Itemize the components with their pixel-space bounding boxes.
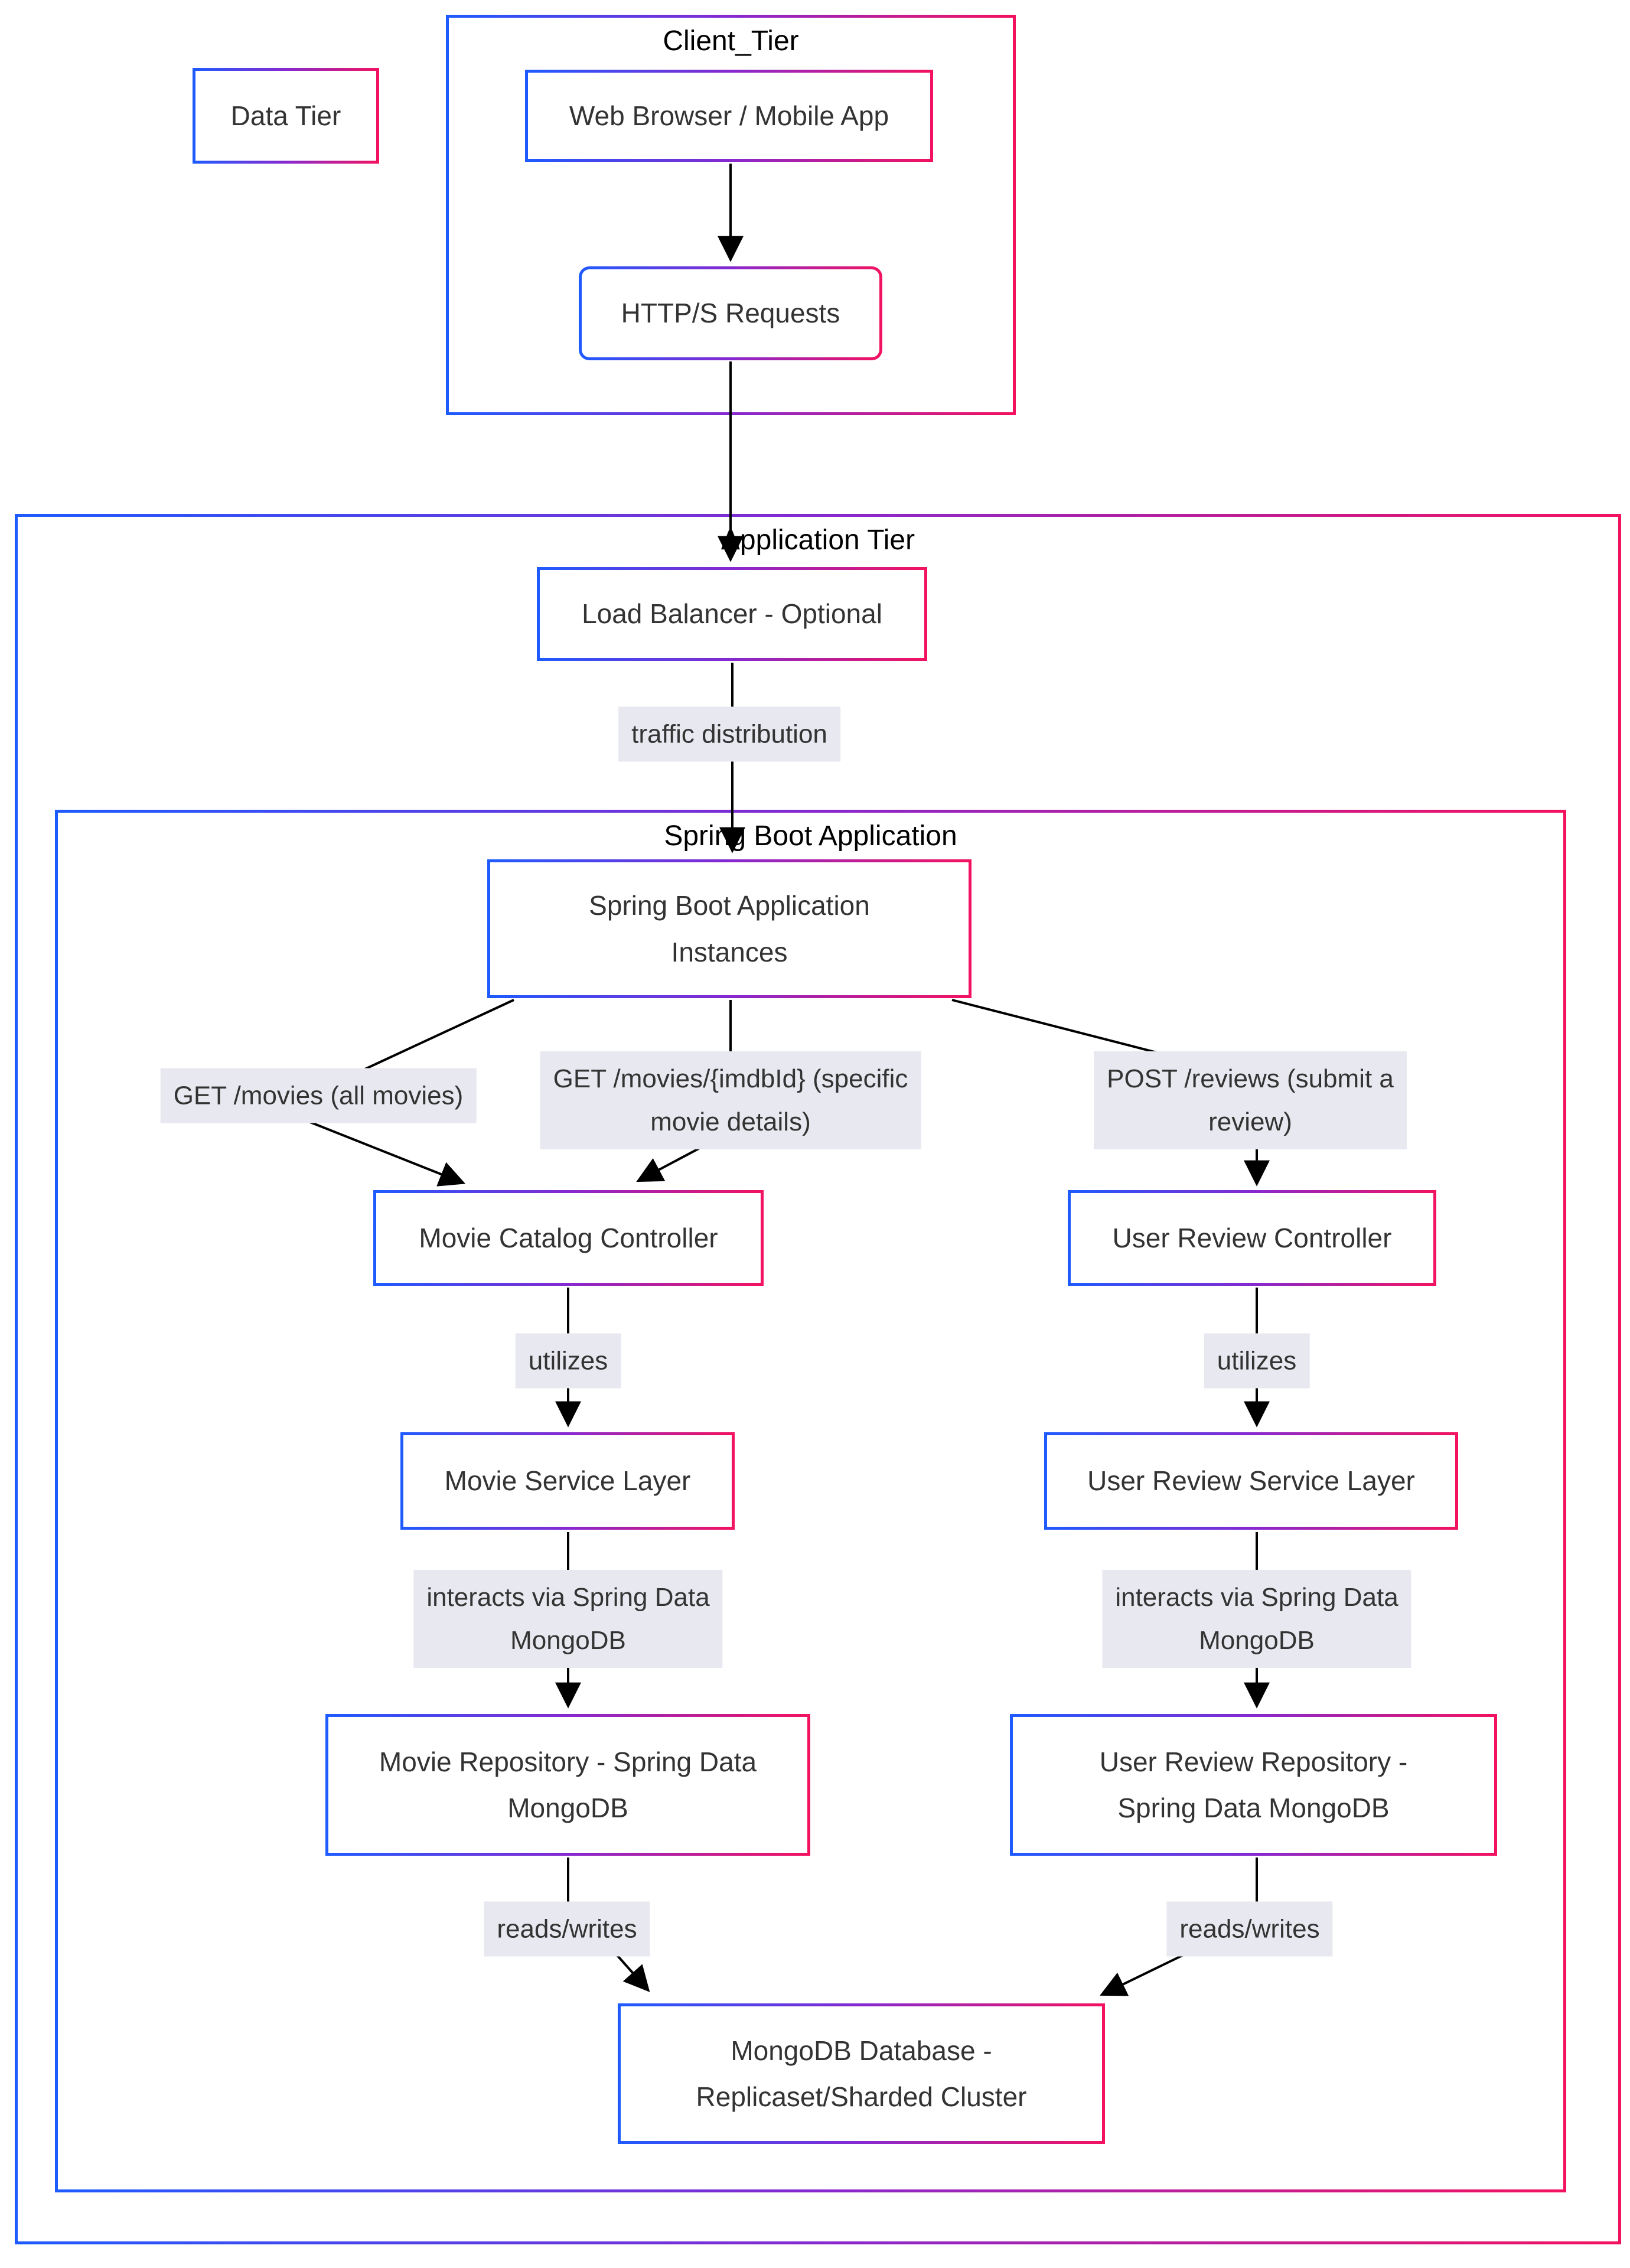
edge-get-all-out [292, 1114, 466, 1187]
node-user-review-controller-label: User Review Controller [1071, 1193, 1433, 1283]
edge-label-interacts-left: interacts via Spring Data MongoDB [413, 1569, 723, 1669]
edge-label-post-reviews: POST /reviews (submit a review) [1094, 1051, 1407, 1150]
node-movie-repository-label: Movie Repository - Spring Data MongoDB [328, 1717, 807, 1853]
node-data-tier-label: Data Tier [195, 71, 376, 161]
edge-label-utilizes-left: utilizes [515, 1333, 621, 1389]
node-user-review-controller: User Review Controller [1068, 1190, 1436, 1286]
node-https-requests-label: HTTP/S Requests [582, 269, 879, 357]
node-https-requests: HTTP/S Requests [579, 266, 882, 360]
subgraph-application-tier-title: Application Tier [721, 524, 915, 556]
node-mongodb-database-label: MongoDB Database - Replicaset/Sharded Cl… [621, 2006, 1102, 2141]
edge-label-interacts-right: interacts via Spring Data MongoDB [1102, 1569, 1411, 1669]
edge-label-get-movie-details: GET /movies/{imdbId} (specific movie det… [540, 1051, 921, 1150]
node-spring-boot-instances: Spring Boot Application Instances [487, 859, 972, 998]
edge-mrepo-to-mongo-out [613, 1951, 650, 1992]
node-movie-service-layer: Movie Service Layer [400, 1432, 735, 1530]
node-user-review-service-layer: User Review Service Layer [1044, 1432, 1458, 1530]
node-web-browser: Web Browser / Mobile App [525, 70, 933, 162]
edge-label-reads-writes-right: reads/writes [1166, 1901, 1333, 1957]
node-movie-catalog-controller: Movie Catalog Controller [373, 1190, 764, 1286]
edge-rrepo-to-mongo-out [1100, 1951, 1189, 1996]
node-user-review-repository-label: User Review Repository - Spring Data Mon… [1013, 1717, 1494, 1853]
node-web-browser-label: Web Browser / Mobile App [528, 73, 930, 159]
edge-label-get-all-movies: GET /movies (all movies) [160, 1068, 477, 1123]
node-movie-service-layer-label: Movie Service Layer [403, 1435, 732, 1527]
edge-get-one-out [636, 1145, 705, 1182]
subgraph-spring-boot-title: Spring Boot Application [664, 820, 957, 852]
node-load-balancer: Load Balancer - Optional [537, 567, 927, 661]
node-movie-catalog-controller-label: Movie Catalog Controller [376, 1193, 761, 1283]
subgraph-client-tier-title: Client_Tier [663, 25, 799, 57]
node-movie-repository: Movie Repository - Spring Data MongoDB [325, 1714, 810, 1856]
edge-get-all-in [339, 999, 514, 1082]
node-mongodb-database: MongoDB Database - Replicaset/Sharded Cl… [618, 2003, 1105, 2144]
node-spring-boot-instances-label: Spring Boot Application Instances [490, 862, 969, 995]
node-load-balancer-label: Load Balancer - Optional [540, 570, 924, 658]
edge-label-reads-writes-left: reads/writes [484, 1901, 650, 1957]
node-user-review-service-layer-label: User Review Service Layer [1047, 1435, 1455, 1527]
edge-label-traffic-distribution: traffic distribution [618, 706, 840, 762]
node-user-review-repository: User Review Repository - Spring Data Mon… [1010, 1714, 1497, 1856]
edge-label-utilizes-right: utilizes [1204, 1333, 1310, 1389]
node-data-tier: Data Tier [193, 68, 379, 164]
